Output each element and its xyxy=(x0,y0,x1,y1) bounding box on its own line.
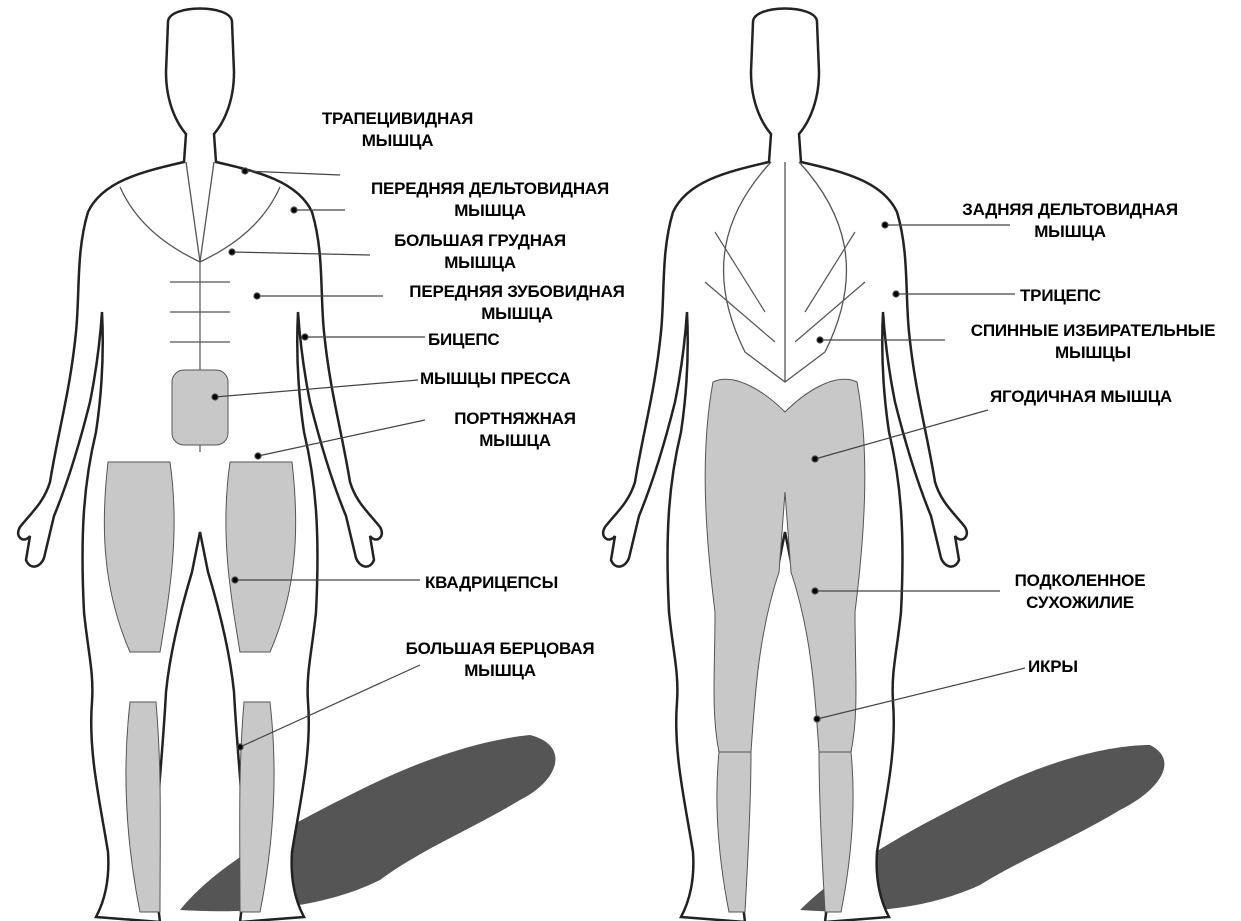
glutes-hamstrings xyxy=(705,379,865,752)
label-glutes: ЯГОДИЧНАЯ МЫШЦА xyxy=(990,386,1210,408)
label-calves: ИКРЫ xyxy=(1028,656,1098,678)
back-figure xyxy=(603,9,967,921)
label-quadriceps: КВАДРИЦЕПСЫ xyxy=(425,572,590,594)
label-sartorius: ПОРТНЯЖНАЯ МЫШЦА xyxy=(420,408,610,452)
label-erector-spinae: СПИННЫЕ ИЗБИРАТЕЛЬНЫЕ МЫШЦЫ xyxy=(948,320,1238,364)
label-hamstrings: ПОДКОЛЕННОЕ СУХОЖИЛИЕ xyxy=(995,570,1165,614)
label-rear-deltoid: ЗАДНЯЯ ДЕЛЬТОВИДНАЯ МЫШЦА xyxy=(935,199,1205,243)
label-pectoralis-major: БОЛЬШАЯ ГРУДНАЯ МЫШЦА xyxy=(350,230,610,274)
label-biceps: БИЦЕПС xyxy=(428,329,518,351)
abs-muscle xyxy=(172,370,228,445)
front-figure-shadow xyxy=(180,735,555,911)
label-tibialis: БОЛЬШАЯ БЕРЦОВАЯ МЫШЦА xyxy=(380,638,620,682)
label-triceps: ТРИЦЕПС xyxy=(1020,285,1130,307)
label-front-deltoid: ПЕРЕДНЯЯ ДЕЛЬТОВИДНАЯ МЫШЦА xyxy=(340,178,640,222)
label-abs: МЫШЦЫ ПРЕССА xyxy=(420,368,600,390)
label-trapezius: ТРАПЕЦИВИДНАЯ МЫШЦА xyxy=(300,108,495,152)
label-serratus-anterior: ПЕРЕДНЯЯ ЗУБОВИДНАЯ МЫШЦА xyxy=(382,281,652,325)
